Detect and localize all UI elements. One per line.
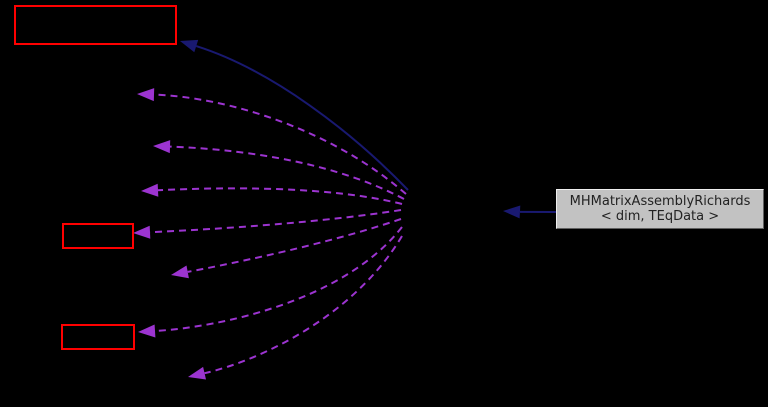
usage-arrowhead — [153, 140, 171, 154]
usage-edge — [204, 235, 403, 375]
usage-arrowhead — [137, 88, 155, 102]
usage-edge — [187, 218, 402, 273]
related-class-node[interactable] — [61, 324, 135, 350]
related-class-node[interactable] — [14, 5, 177, 45]
current-class-name: MHMatrixAssemblyRichards — [569, 194, 751, 209]
usage-edge — [169, 145, 405, 200]
usage-edge — [153, 93, 407, 195]
current-class-template-params: < dim, TEqData > — [600, 209, 720, 224]
usage-edge — [157, 187, 403, 205]
usage-edge — [154, 226, 403, 332]
inheritance-arrowhead — [180, 39, 199, 53]
usage-arrowhead — [188, 366, 206, 380]
related-class-node[interactable] — [62, 223, 134, 249]
usage-arrowhead — [138, 324, 156, 338]
inheritance-edge — [195, 45, 409, 191]
usage-arrowhead — [141, 183, 159, 197]
usage-edge — [149, 209, 402, 234]
usage-arrowhead — [133, 225, 151, 239]
inheritance-arrowhead — [503, 205, 521, 219]
usage-arrowhead — [171, 265, 189, 279]
current-class-node: MHMatrixAssemblyRichards < dim, TEqData … — [556, 189, 764, 229]
